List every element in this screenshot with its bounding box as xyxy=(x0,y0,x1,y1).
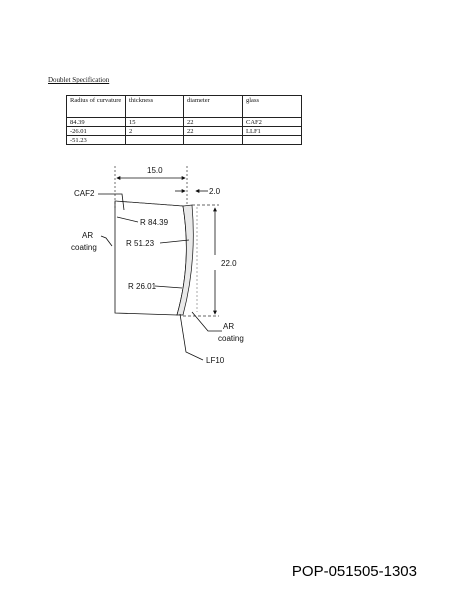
leader-ar-coating-right xyxy=(191,311,222,332)
leader-radius-26-01 xyxy=(154,285,183,289)
label-ar-coating-right-line-1: AR xyxy=(223,322,234,331)
leader-caf2 xyxy=(98,193,125,211)
document-heading: Doublet Specification xyxy=(48,76,110,84)
doublet-spec-table: Radius of curvature thickness diameter g… xyxy=(66,95,302,145)
leader-radius-84-39 xyxy=(116,216,139,223)
label-ar-coating-left-line-1: AR xyxy=(82,231,93,240)
label-lf10: LF10 xyxy=(206,356,225,365)
label-ar-coating-right-line-2: coating xyxy=(218,334,244,343)
dimension-diameter: 22.0 xyxy=(221,259,237,268)
table-cell xyxy=(242,135,302,145)
label-radius-26-01: R 26.01 xyxy=(128,282,157,291)
label-caf2: CAF2 xyxy=(74,189,95,198)
document-id: POP-051505-1303 xyxy=(291,563,417,580)
lf10-lens-element xyxy=(176,204,194,316)
dimension-thickness-1: 15.0 xyxy=(147,166,163,175)
label-radius-84-39: R 84.39 xyxy=(140,218,169,227)
leader-ar-coating-left xyxy=(100,235,113,247)
label-ar-coating-left-line-2: coating xyxy=(71,243,97,252)
leader-radius-51-23 xyxy=(159,239,190,244)
table-row: -51.23 xyxy=(66,135,302,145)
label-radius-51-23: R 51.23 xyxy=(126,239,155,248)
caf2-top-edge xyxy=(114,200,184,207)
dimension-thickness-2: 2.0 xyxy=(209,187,221,196)
leader-lf10 xyxy=(179,313,204,361)
